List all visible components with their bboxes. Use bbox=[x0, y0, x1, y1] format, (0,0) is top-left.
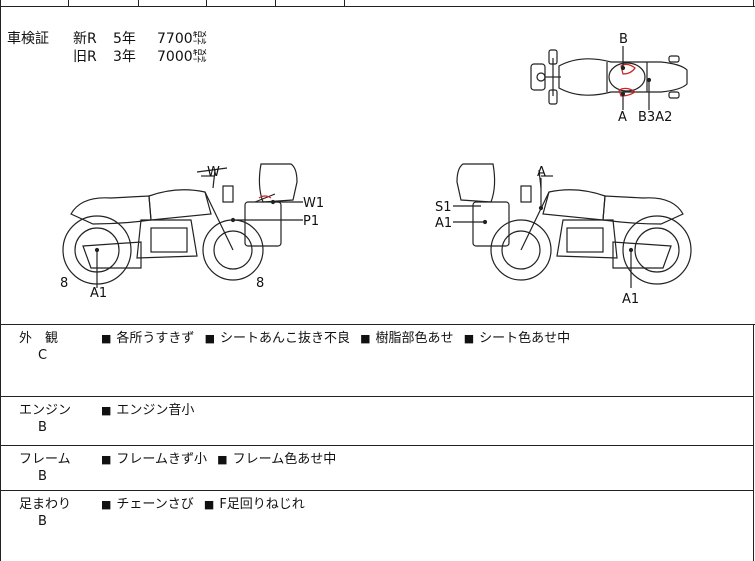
condition-notes: ■チェーンさび ■F足回りねじれ bbox=[101, 497, 305, 512]
mark-right-bottom: A1 bbox=[622, 292, 639, 307]
condition-name: エンジン bbox=[19, 403, 72, 418]
condition-grade: B bbox=[38, 420, 47, 435]
mark-left-w1: W1 bbox=[303, 196, 324, 211]
motorcycle-top-view-icon bbox=[530, 46, 688, 110]
condition-grade: C bbox=[38, 348, 48, 363]
mark-top-b3a2: B3A2 bbox=[638, 110, 672, 125]
mark-top-a: A bbox=[618, 110, 627, 125]
motorcycle-right-side-icon bbox=[453, 163, 692, 288]
mark-left-rear-wheel: 8 bbox=[256, 276, 264, 291]
mark-top-b: B bbox=[619, 32, 628, 47]
mark-left-front-wheel: 8 bbox=[60, 276, 68, 291]
condition-grade: B bbox=[38, 469, 47, 484]
condition-row-suspension: 足まわり B ■チェーンさび ■F足回りねじれ bbox=[0, 491, 754, 561]
mark-left-p1: P1 bbox=[303, 214, 319, 229]
mark-right-a: A bbox=[537, 165, 546, 180]
registration-label: 車検証 bbox=[7, 31, 49, 47]
condition-grade: B bbox=[38, 514, 47, 529]
motorcycle-diagrams: B A B3A2 bbox=[60, 32, 692, 307]
condition-row-engine: エンジン B ■エンジン音小 bbox=[0, 397, 754, 446]
motorcycle-left-side-icon bbox=[62, 163, 303, 288]
mark-left-w: W bbox=[207, 165, 220, 180]
mark-right-s1: S1 bbox=[435, 200, 452, 215]
condition-notes: ■各所うすきず ■シートあんこ抜き不良 ■樹脂部色あせ ■シート色あせ中 bbox=[101, 331, 571, 346]
mark-right-a1: A1 bbox=[435, 216, 452, 231]
condition-name: 外 観 bbox=[19, 331, 59, 346]
condition-row-exterior: 外 観 C ■各所うすきず ■シートあんこ抜き不良 ■樹脂部色あせ ■シート色あ… bbox=[0, 325, 754, 397]
top-table-edge bbox=[0, 0, 755, 7]
condition-row-frame: フレーム B ■フレームきず小 ■フレーム色あせ中 bbox=[0, 446, 754, 491]
condition-name: フレーム bbox=[19, 452, 71, 467]
condition-name: 足まわり bbox=[19, 497, 72, 512]
condition-notes: ■エンジン音小 bbox=[101, 403, 195, 418]
mark-left-bottom: A1 bbox=[90, 286, 107, 301]
condition-notes: ■フレームきず小 ■フレーム色あせ中 bbox=[101, 452, 337, 467]
